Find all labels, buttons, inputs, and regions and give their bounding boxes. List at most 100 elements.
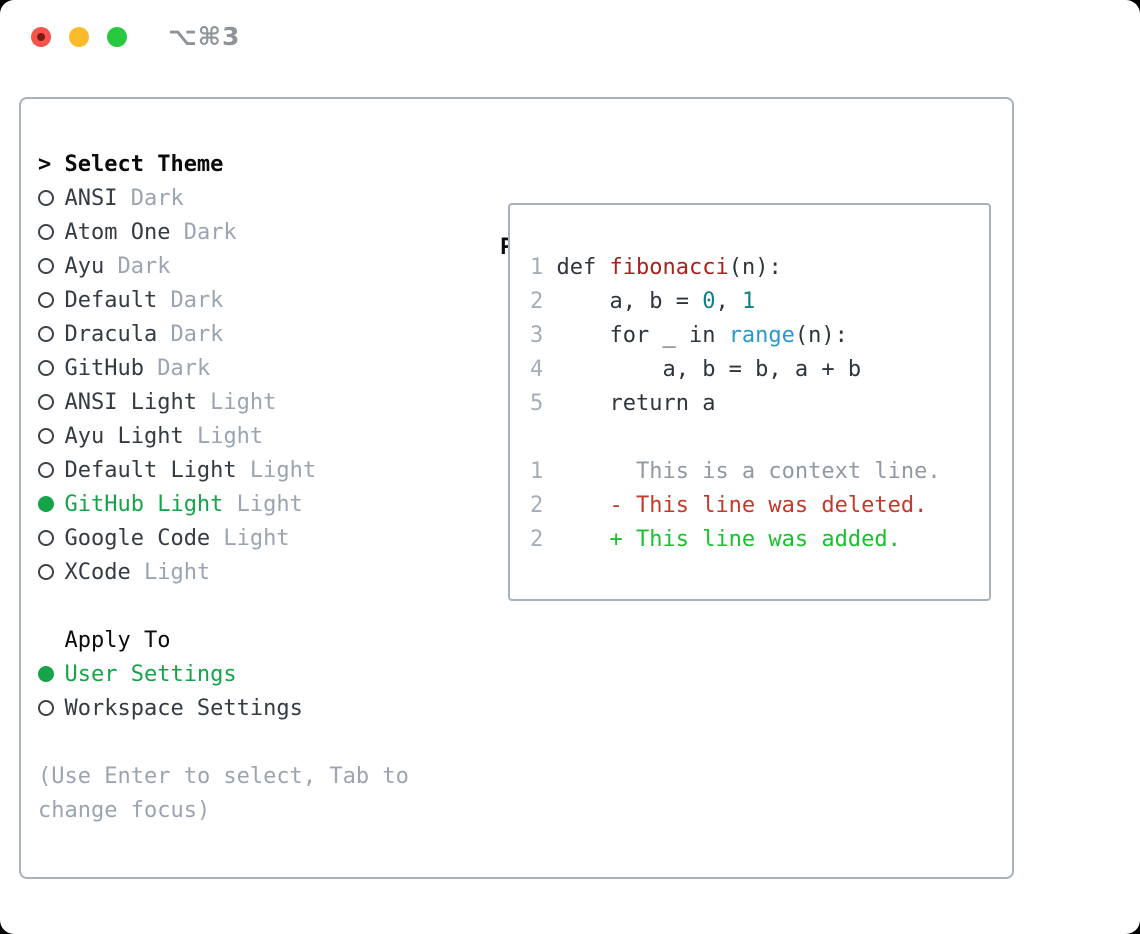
zoom-button[interactable] xyxy=(107,27,127,47)
close-button[interactable] xyxy=(31,27,51,47)
theme-option-ayu[interactable]: Ayu Dark xyxy=(38,250,488,284)
radio-unselected-icon xyxy=(38,190,54,206)
theme-name: Ayu Light xyxy=(64,424,184,449)
radio-icon xyxy=(38,522,64,556)
theme-name: XCode xyxy=(64,560,131,585)
code-token-plain: a, b = b, a + b xyxy=(556,357,862,382)
radio-icon xyxy=(38,216,64,250)
theme-name: GitHub Light xyxy=(64,492,224,517)
theme-option-google-code[interactable]: Google Code Light xyxy=(38,522,488,556)
radio-icon xyxy=(38,284,64,318)
radio-icon xyxy=(38,420,64,454)
radio-icon xyxy=(38,692,64,726)
hint-line-2: change focus) xyxy=(38,798,211,823)
radio-unselected-icon xyxy=(38,428,54,444)
theme-variant: Light xyxy=(236,458,317,483)
select-theme-header: > Select Theme xyxy=(38,148,488,182)
line-number: 5 xyxy=(530,391,557,416)
theme-variant: Light xyxy=(210,526,290,551)
apply-option-label: Workspace Settings xyxy=(64,696,303,721)
theme-variant: Light xyxy=(223,492,303,517)
theme-name: Google Code xyxy=(64,526,211,551)
theme-option-dracula[interactable]: Dracula Dark xyxy=(38,318,488,352)
radio-unselected-icon xyxy=(38,564,54,580)
theme-option-xcode[interactable]: XCode Light xyxy=(38,556,488,590)
code-token-function: fibonacci xyxy=(609,255,729,280)
theme-name: Default Light xyxy=(64,458,237,483)
theme-option-atom-one[interactable]: Atom One Dark xyxy=(38,216,488,250)
line-number: 1 xyxy=(530,255,557,280)
spacer-row xyxy=(530,421,981,455)
diff-line-deleted: 2 - This line was deleted. xyxy=(530,489,981,523)
minimize-button[interactable] xyxy=(69,27,89,47)
theme-name: ANSI xyxy=(64,186,118,211)
select-theme-title: Select Theme xyxy=(64,152,224,177)
diff-text-added: + This line was added. xyxy=(556,527,901,552)
apply-option-label: User Settings xyxy=(64,662,237,687)
radio-icon xyxy=(38,182,64,216)
spacer-row xyxy=(38,590,488,624)
code-line: 3 for _ in range(n): xyxy=(530,319,981,353)
radio-unselected-icon xyxy=(38,224,54,240)
theme-option-ansi[interactable]: ANSI Dark xyxy=(38,182,488,216)
theme-option-default-light[interactable]: Default Light Light xyxy=(38,454,488,488)
theme-variant: Light xyxy=(130,560,211,585)
line-number: 3 xyxy=(530,323,557,348)
theme-name: Dracula xyxy=(64,322,158,347)
radio-icon xyxy=(38,488,64,522)
code-line: 2 a, b = 0, 1 xyxy=(530,285,981,319)
diff-sample: 1 This is a context line.2 - This line w… xyxy=(530,455,981,557)
theme-option-github[interactable]: GitHub Dark xyxy=(38,352,488,386)
window-title: ⌥⌘3 xyxy=(168,22,241,51)
line-number: 4 xyxy=(530,357,557,382)
cursor-caret-icon: > xyxy=(38,152,52,177)
code-token-plain: , xyxy=(715,289,742,314)
code-token-plain: return a xyxy=(556,391,716,416)
theme-name: GitHub xyxy=(64,356,144,381)
code-token-plain: a, b = xyxy=(556,289,703,314)
theme-variant: Dark xyxy=(157,288,224,313)
code-token-number: 1 xyxy=(741,289,756,314)
code-token-plain: def xyxy=(556,255,610,280)
theme-option-ayu-light[interactable]: Ayu Light Light xyxy=(38,420,488,454)
code-token-number: 0 xyxy=(702,289,716,314)
theme-variant: Light xyxy=(196,390,277,415)
radio-unselected-icon xyxy=(38,326,54,342)
radio-icon xyxy=(38,386,64,420)
titlebar: ⌥⌘3 xyxy=(0,0,1140,75)
radio-icon xyxy=(38,352,64,386)
theme-variant: Dark xyxy=(157,322,224,347)
theme-option-github-light[interactable]: GitHub Light Light xyxy=(38,488,488,522)
radio-unselected-icon xyxy=(38,258,54,274)
radio-icon xyxy=(38,658,64,692)
code-token-plain: for _ in xyxy=(556,323,729,348)
theme-option-ansi-light[interactable]: ANSI Light Light xyxy=(38,386,488,420)
theme-variant: Dark xyxy=(117,186,184,211)
radio-unselected-icon xyxy=(38,360,54,376)
code-token-plain: (n): xyxy=(794,323,848,348)
apply-to-title: Apply To xyxy=(64,628,171,653)
theme-name: ANSI Light xyxy=(64,390,197,415)
diff-text-context: This is a context line. xyxy=(556,459,941,484)
code-line: 4 a, b = b, a + b xyxy=(530,353,981,387)
radio-selected-icon xyxy=(38,496,54,512)
spacer-row xyxy=(38,726,488,760)
radio-icon xyxy=(38,318,64,352)
apply-to-header: Apply To xyxy=(38,624,488,658)
apply-option-user-settings[interactable]: User Settings xyxy=(38,658,488,692)
apply-option-workspace-settings[interactable]: Workspace Settings xyxy=(38,692,488,726)
radio-icon xyxy=(38,556,64,590)
theme-option-default[interactable]: Default Dark xyxy=(38,284,488,318)
line-number: 2 xyxy=(530,289,557,314)
line-number: 2 xyxy=(530,527,557,552)
code-line: 1 def fibonacci(n): xyxy=(530,251,981,285)
theme-variant: Dark xyxy=(143,356,211,381)
line-number: 2 xyxy=(530,493,557,518)
